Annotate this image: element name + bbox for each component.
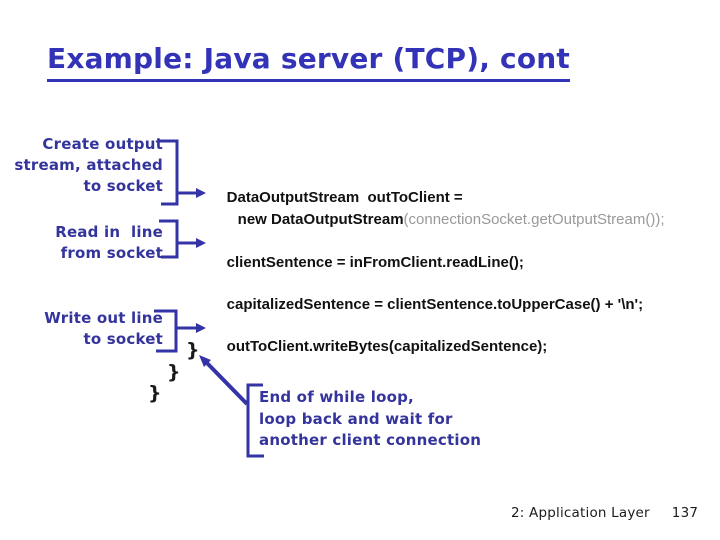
- closing-brace: }: [186, 339, 200, 361]
- annotation-line: from socket: [60, 244, 163, 262]
- closing-brace: }: [148, 382, 162, 404]
- annotation-create-output-stream: Create output stream, attached to socket: [8, 134, 163, 197]
- annotation-line: loop back and wait for: [259, 409, 453, 428]
- slide-title: Example: Java server (TCP), cont: [47, 42, 571, 82]
- annotation-line: another client connection: [259, 431, 482, 449]
- annotation-line: Write out line: [44, 309, 163, 327]
- closing-brace: }: [167, 361, 181, 383]
- footer-page-number: 137: [671, 505, 699, 521]
- annotation-line: End of while loop,: [259, 388, 414, 406]
- annotation-line: Read in line: [55, 223, 163, 241]
- annotation-line: to socket: [83, 330, 163, 348]
- code-new-dataoutputstream: new DataOutputStream(connectionSocket.ge…: [221, 194, 665, 245]
- code-text: new DataOutputStream: [237, 211, 404, 228]
- code-text: DataOutputStream outToClient =: [226, 189, 463, 206]
- annotation-write-line: Write out line to socket: [8, 308, 163, 350]
- code-read-line: clientSentence = inFromClient.readLine()…: [210, 237, 524, 288]
- code-write-bytes: outToClient.writeBytes(capitalizedSenten…: [210, 321, 548, 372]
- annotation-line: to socket: [83, 177, 163, 195]
- annotation-read-line: Read in line from socket: [8, 222, 163, 264]
- annotation-end-while: End of while loop, loop back and wait fo…: [259, 387, 481, 452]
- footer-section-label: 2: Application Layer: [511, 505, 650, 521]
- annotation-line: Create output: [42, 135, 163, 153]
- bracket-create-output: [159, 139, 206, 206]
- code-text-secondary: (connectionSocket.getOutputStream());: [403, 211, 665, 228]
- slide-footer: 2: Application Layer 137: [511, 505, 698, 521]
- code-text: outToClient.writeBytes(capitalizedSenten…: [226, 338, 548, 355]
- annotation-line: stream, attached: [14, 156, 163, 174]
- bracket-read-line: [159, 219, 206, 259]
- code-capitalize: capitalizedSentence = clientSentence.toU…: [210, 279, 643, 330]
- code-text: clientSentence = inFromClient.readLine()…: [226, 254, 524, 271]
- code-declare-outtoclient: DataOutputStream outToClient =: [210, 172, 463, 223]
- code-text: capitalizedSentence = clientSentence.toU…: [226, 296, 644, 313]
